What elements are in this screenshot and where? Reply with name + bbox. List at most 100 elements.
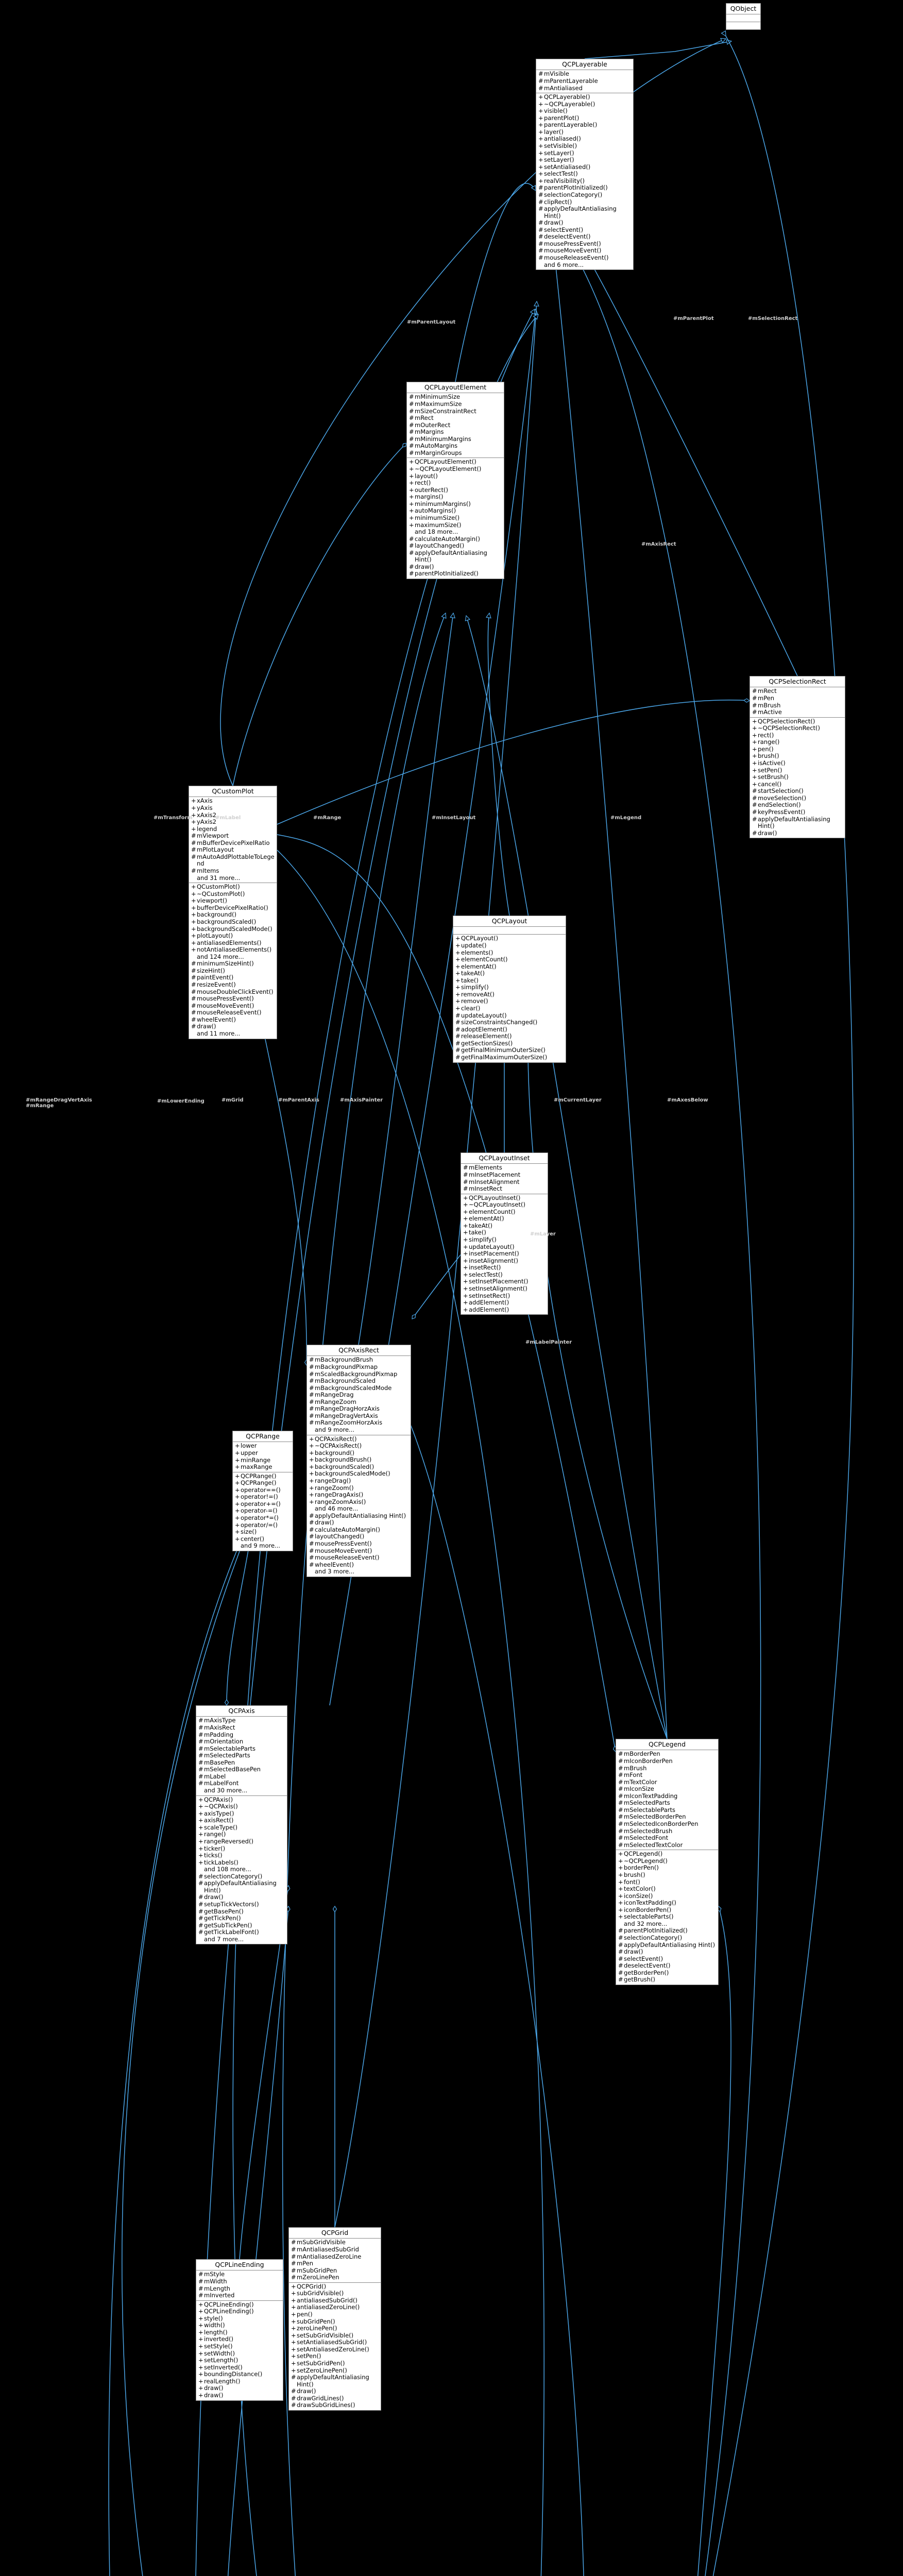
member-name: mMarginGroups [415,449,462,456]
visibility-marker: + [198,1844,203,1852]
member-name: remove() [461,997,488,1005]
member-row: +rangeReversed() [196,1838,287,1845]
visibility-marker: # [309,1412,314,1419]
member-name: iconSize() [624,1892,653,1900]
visibility-marker: # [538,77,543,84]
class-node-qcprange[interactable]: QCPRange+lower+upper+minRange+maxRange+Q… [232,1431,293,1551]
class-node-qcustomplot[interactable]: QCustomPlot+xAxis+yAxis+xAxis2+yAxis2+le… [189,786,277,1039]
more-indicator: and 32 more... [624,1920,668,1927]
member-row: +~QCPLayoutInset() [461,1201,548,1209]
visibility-marker: # [191,967,196,974]
member-row: #mMaximumSize [407,400,504,408]
visibility-marker: + [538,163,543,171]
class-node-qcplayout[interactable]: QCPLayout+QCPLayout()+update()+elements(… [453,916,566,1063]
attributes-section: +lower+upper+minRange+maxRange [233,1442,293,1472]
member-row: #moveSelection() [750,794,845,802]
visibility-marker: + [752,752,757,760]
member-name: QCPLayerable() [544,93,590,101]
class-node-qobject[interactable]: QObject [726,3,761,30]
member-name: mZeroLinePen [297,2274,339,2281]
visibility-marker: # [409,393,414,401]
member-row: +center() [233,1535,293,1543]
class-name: QCPGrid [289,2228,381,2239]
visibility-marker: # [309,1356,314,1364]
class-node-qcplayerable[interactable]: QCPLayerable#mVisible#mParentLayerable#m… [536,59,634,270]
visibility-marker: + [235,1463,240,1471]
member-row: #resizeEvent() [189,981,277,989]
member-row: +setInsetAlignment() [461,1285,548,1293]
member-name: operator+=() [241,1500,281,1507]
member-row: +range() [750,739,845,746]
visibility-marker: # [198,2284,203,2292]
member-row: +ticker() [196,1845,287,1853]
member-row: #mAntialiased [536,84,633,92]
visibility-marker: + [291,2290,296,2297]
more-indicator: and 6 more... [544,261,584,268]
member-row: +inverted() [196,2336,283,2343]
member-row: +insetAlignment() [461,1257,548,1265]
visibility-marker: + [409,479,414,487]
member-name: range() [758,738,780,746]
visibility-marker: + [198,2335,203,2343]
class-node-qcplayoutelement[interactable]: QCPLayoutElement#mMinimumSize#mMaximumSi… [406,382,504,579]
visibility-marker: + [309,1470,314,1478]
member-name: draw() [415,563,434,570]
member-row: #mSizeConstraintRect [407,408,504,415]
member-name: mInverted [204,2292,235,2299]
visibility-marker: + [618,1857,623,1865]
member-name: updateLayout() [461,1011,507,1019]
visibility-marker: + [198,1837,203,1845]
visibility-marker: # [191,1002,196,1009]
member-name: mSelectedIconBorderPen [624,1820,698,1827]
methods-section: +QCustomPlot()+~QCustomPlot()+viewport()… [189,883,277,1038]
member-name: selectEvent() [544,226,584,233]
methods-section [726,22,760,29]
visibility-marker: # [198,1872,203,1880]
member-name: outerRect() [415,486,448,494]
visibility-marker: # [191,1023,196,1030]
visibility-marker: # [309,1512,314,1519]
member-row: +antialiased() [536,135,633,143]
visibility-marker: + [235,1493,240,1501]
member-row: #mLength [196,2285,283,2293]
edge-label: #mLegend [610,815,642,821]
class-node-qcpaxisrect[interactable]: QCPAxisRect#mBackgroundBrush#mBackground… [306,1345,411,1577]
visibility-marker: # [752,808,757,816]
visibility-marker: + [455,941,461,949]
class-node-qcplineending[interactable]: QCPLineEnding#mStyle#mWidth#mLength#mInv… [196,2259,283,2401]
member-row: +~QCPLegend() [616,1857,718,1865]
member-name: mouseReleaseEvent() [197,1009,262,1016]
member-name: wheelEvent() [315,1561,354,1568]
member-name: operator!=() [241,1493,278,1501]
class-node-qcpaxis[interactable]: QCPAxis#mAxisType#mAxisRect#mPadding#mOr… [196,1705,287,1945]
class-node-qcplegend[interactable]: QCPLegend#mBorderPen#mIconBorderPen#mBru… [616,1739,719,1985]
member-row: +addElement() [461,1306,548,1314]
member-name: realLength() [204,2377,241,2385]
class-node-qcpselectionrect[interactable]: QCPSelectionRect#mRect#mPen#mBrush#mActi… [749,676,845,839]
visibility-marker: + [235,1507,240,1515]
class-node-qcpgrid[interactable]: QCPGrid#mSubGridVisible#mAntialiasedSubG… [288,2227,381,2411]
visibility-marker: + [463,1264,468,1272]
member-name: draw() [204,1893,224,1901]
member-row: #wheelEvent() [189,1016,277,1024]
class-node-qcplayoutinset[interactable]: QCPLayoutInset#mElements#mInsetPlacement… [461,1153,548,1315]
methods-section: +QCPLayout()+update()+elements()+element… [453,935,566,1062]
member-row: +boundingDistance() [196,2371,283,2378]
visibility-marker: # [618,1976,623,1984]
member-row: +QCPRange() [233,1472,293,1480]
member-name: ~QCustomPlot() [197,890,245,897]
member-name: mLength [204,2284,230,2292]
member-row: +upper [233,1449,293,1457]
member-name: mIconTextPadding [624,1792,678,1800]
visibility-marker: # [309,1526,314,1533]
visibility-marker: + [235,1486,240,1494]
visibility-marker: + [198,2391,203,2399]
visibility-marker: + [538,177,543,184]
visibility-marker: # [409,449,414,456]
member-row: #updateLayout() [453,1012,566,1020]
member-row: #mRect [407,414,504,422]
visibility-marker: + [463,1222,468,1229]
visibility-marker: # [291,2252,296,2260]
member-name: rect() [758,731,774,739]
member-row: #parentPlotInitialized() [407,570,504,578]
